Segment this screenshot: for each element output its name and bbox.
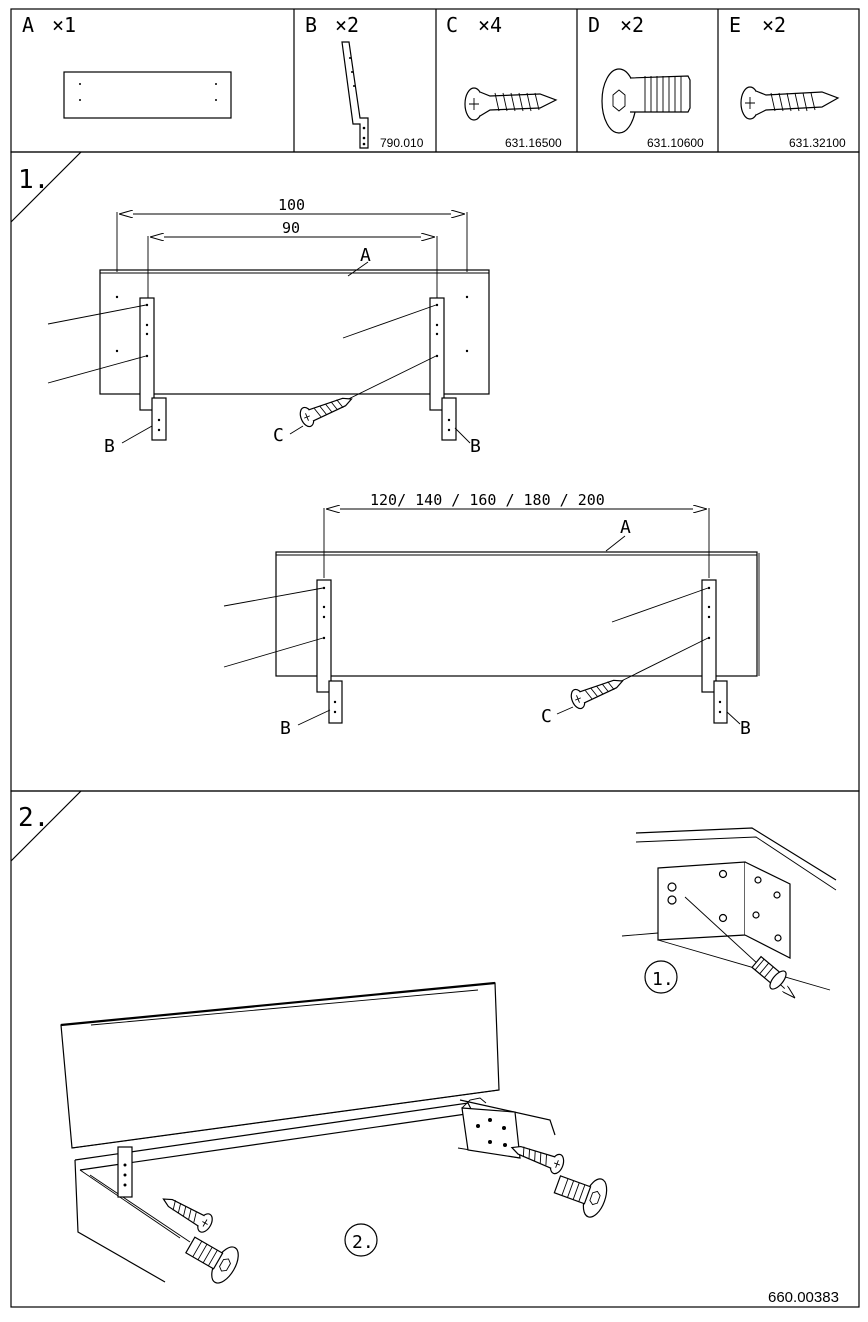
corner-bracket-right xyxy=(461,1097,521,1159)
part-a-letter: A xyxy=(22,13,34,37)
bracket-b-icon xyxy=(341,41,369,149)
bracket-b-mounted xyxy=(117,1146,133,1198)
panel-label-a-wide: A xyxy=(620,517,631,538)
screw-label-c-wide: C xyxy=(541,706,552,727)
part-a-qty: ×1 xyxy=(52,13,76,37)
step-2-number: 2. xyxy=(18,803,49,833)
part-e-letter: E xyxy=(729,13,741,37)
bracket-b-right-wide xyxy=(701,579,728,724)
part-b-code: 790.010 xyxy=(380,136,424,150)
bracket-label-b-left-wide: B xyxy=(280,718,291,739)
bracket-label-b-right: B xyxy=(470,436,481,457)
bracket-b-left-wide xyxy=(316,579,343,724)
headboard-assembly: 2. xyxy=(60,981,608,1284)
part-d-cell: D ×2 631.10600 xyxy=(588,13,704,150)
dimension-wide: 120/ 140 / 160 / 180 / 200 xyxy=(370,491,605,509)
wood-screw-e-icon xyxy=(740,86,840,120)
panel-a-narrow xyxy=(99,269,490,395)
step-2-panel: 2. 1. xyxy=(10,790,860,1308)
part-c-letter: C xyxy=(446,13,458,37)
part-a-cell: A ×1 xyxy=(22,13,232,119)
panel-label-a: A xyxy=(360,245,371,266)
step-1-panel: 1. 100 90 A xyxy=(10,151,860,792)
part-d-code: 631.10600 xyxy=(647,136,704,150)
bracket-b-right xyxy=(429,297,457,441)
step-1-number: 1. xyxy=(18,165,49,195)
sub-step-2-label: 2. xyxy=(352,1232,374,1253)
bolt-d-right xyxy=(553,1175,608,1218)
bolt-d-icon xyxy=(601,68,691,134)
part-b-letter: B xyxy=(305,13,317,37)
dimension-inner: 90 xyxy=(282,219,300,237)
screw-c-wide xyxy=(568,671,627,712)
screw-c-narrow xyxy=(297,389,356,430)
part-b-qty: ×2 xyxy=(335,13,359,37)
screw-label-c: C xyxy=(273,425,284,446)
sub-step-1-label: 1. xyxy=(652,969,674,990)
part-e-cell: E ×2 631.32100 xyxy=(729,13,846,150)
bracket-label-b-right-wide: B xyxy=(740,718,751,739)
part-d-letter: D xyxy=(588,13,600,37)
screw-e-left xyxy=(157,1189,216,1236)
panel-a-icon xyxy=(63,71,232,119)
part-c-qty: ×4 xyxy=(478,13,502,37)
part-b-cell: B ×2 790.010 xyxy=(305,13,424,150)
sub-step-2-badge xyxy=(344,1223,378,1257)
bolt-d-detail xyxy=(751,955,787,990)
parts-table: A ×1 B ×2 790.010 C ×4 xyxy=(10,8,860,153)
corner-detail: 1. xyxy=(621,827,837,998)
part-e-code: 631.32100 xyxy=(789,136,846,150)
document-number: 660.00383 xyxy=(768,1289,839,1306)
bolt-d-left xyxy=(185,1236,239,1284)
part-d-qty: ×2 xyxy=(620,13,644,37)
assembly-wide: 120/ 140 / 160 / 180 / 200 A xyxy=(223,491,760,739)
assembly-narrow: 100 90 A xyxy=(47,196,490,457)
dimension-outer: 100 xyxy=(278,196,305,214)
sub-step-1-badge xyxy=(644,960,678,994)
bracket-b-left xyxy=(139,297,167,441)
bracket-label-b-left: B xyxy=(104,436,115,457)
panel-a-wide xyxy=(275,551,758,677)
part-c-code: 631.16500 xyxy=(505,136,562,150)
part-c-cell: C ×4 631.16500 xyxy=(446,13,562,150)
wood-screw-c-icon xyxy=(464,87,558,121)
part-e-qty: ×2 xyxy=(762,13,786,37)
